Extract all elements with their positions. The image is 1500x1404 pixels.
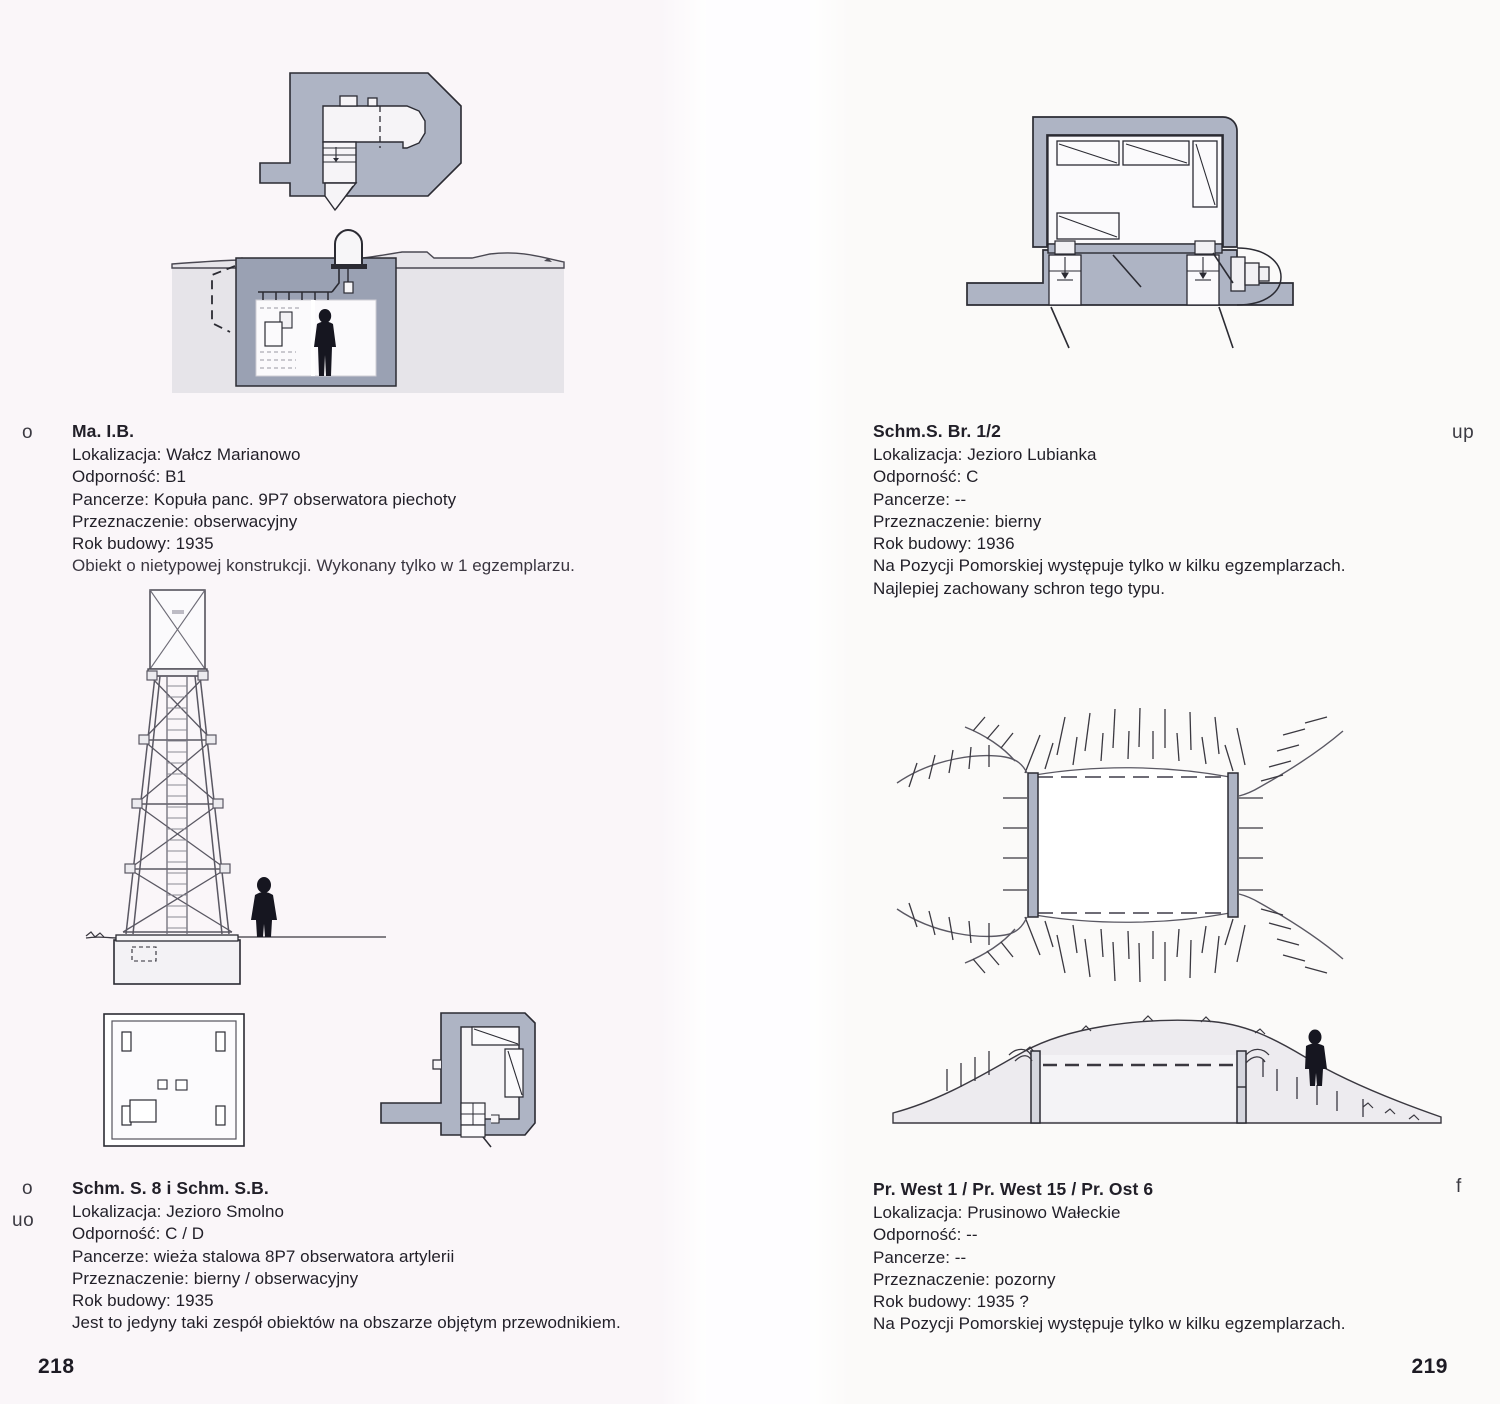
entry-line-odpornosc: Odporność: C / D [72, 1224, 205, 1244]
folio-left: 218 [38, 1355, 75, 1378]
entry-line-pancerze: Pancerze: wieża stalowa 8P7 obserwatora … [72, 1246, 455, 1266]
entry-line-przeznaczenie: Przeznaczenie: bierny / obserwacyjny [72, 1268, 359, 1288]
bunker-plan-ma-ib [175, 58, 565, 213]
dummy-position-plan [885, 695, 1345, 995]
entry-title: Schm. S. 8 i Schm. S.B. [72, 1178, 269, 1198]
entry-line-lokalizacja: Lokalizacja: Jezioro Smolno [72, 1202, 285, 1221]
bunker-section-ma-ib [171, 228, 565, 396]
entry-line-pancerze: Pancerze: Kopuła panc. 9P7 obserwatora p… [72, 489, 457, 509]
entry-line-rok-budowy: Rok budowy: 1935 [72, 1291, 214, 1311]
scale-figure [314, 309, 336, 376]
folio-right: 219 [1411, 1355, 1448, 1378]
entry-line-rok-budowy: Rok budowy: 1936 [873, 534, 1015, 554]
entry-pr-west: Pr. West 1 / Pr. West 15 / Pr. Ost 6 Lok… [873, 1178, 1346, 1336]
entry-line-note: Jest to jedyny taki zespół obiektów na o… [72, 1313, 621, 1333]
entry-schm-s-br: Schm.S. Br. 1/2 Lokalizacja: Jezioro Lub… [873, 420, 1346, 600]
entry-line-rok-budowy: Rok budowy: 1935 [72, 534, 214, 554]
entry-line-note-1: Na Pozycji Pomorskiej występuje tylko w … [873, 556, 1346, 576]
entry-ma-ib: Ma. I.B. Lokalizacja: Wałcz Marianowo Od… [72, 420, 575, 578]
marker-entry-schm-s8-secondary: uo [12, 1210, 35, 1231]
bunker-plan-schm-s-br [965, 105, 1295, 370]
entry-line-pancerze: Pancerze: -- [873, 489, 967, 509]
entry-line-odpornosc: Odporność: B1 [72, 467, 187, 487]
dummy-position-section [885, 995, 1455, 1145]
marker-entry-schm-s8-primary: o [22, 1178, 34, 1199]
marker-entry-ma-ib: o [22, 422, 34, 443]
marker-entry-schm-s-br: up [1452, 422, 1475, 443]
entry-line-przeznaczenie: Przeznaczenie: pozorny [873, 1269, 1056, 1289]
entry-line-odpornosc: Odporność: C [873, 467, 979, 487]
entry-line-note-2: Najlepiej zachowany schron tego typu. [873, 578, 1165, 598]
entry-line-przeznaczenie: Przeznaczenie: obserwacyjny [72, 511, 298, 531]
entry-line-odpornosc: Odporność: -- [873, 1225, 978, 1245]
entry-line-lokalizacja: Lokalizacja: Jezioro Lubianka [873, 445, 1097, 464]
page-right-sheet [810, 0, 1500, 1404]
entry-line-rok-budowy: Rok budowy: 1935 ? [873, 1292, 1029, 1312]
entry-line-note: Obiekt o nietypowej konstrukcji. Wykonan… [72, 556, 575, 576]
entry-line-pancerze: Pancerze: -- [873, 1247, 967, 1267]
entry-title: Pr. West 1 / Pr. West 15 / Pr. Ost 6 [873, 1179, 1154, 1199]
bunker-plan-schm-sb [375, 1005, 560, 1155]
entry-title: Schm.S. Br. 1/2 [873, 421, 1001, 441]
tower-base-plan [100, 1010, 250, 1150]
page-gutter [706, 0, 810, 1404]
entry-line-note: Na Pozycji Pomorskiej występuje tylko w … [873, 1314, 1346, 1334]
entry-line-lokalizacja: Lokalizacja: Wałcz Marianowo [72, 445, 301, 464]
marker-entry-pr-west: f [1456, 1176, 1462, 1197]
entry-line-przeznaczenie: Przeznaczenie: bierny [873, 511, 1042, 531]
scale-figure [1305, 1029, 1327, 1086]
entry-title: Ma. I.B. [72, 421, 135, 441]
scale-figure [251, 877, 277, 937]
observation-tower-elevation [85, 582, 386, 994]
entry-line-lokalizacja: Lokalizacja: Prusinowo Wałeckie [873, 1203, 1121, 1222]
entry-schm-s8: Schm. S. 8 i Schm. S.B. Lokalizacja: Jez… [72, 1177, 621, 1335]
